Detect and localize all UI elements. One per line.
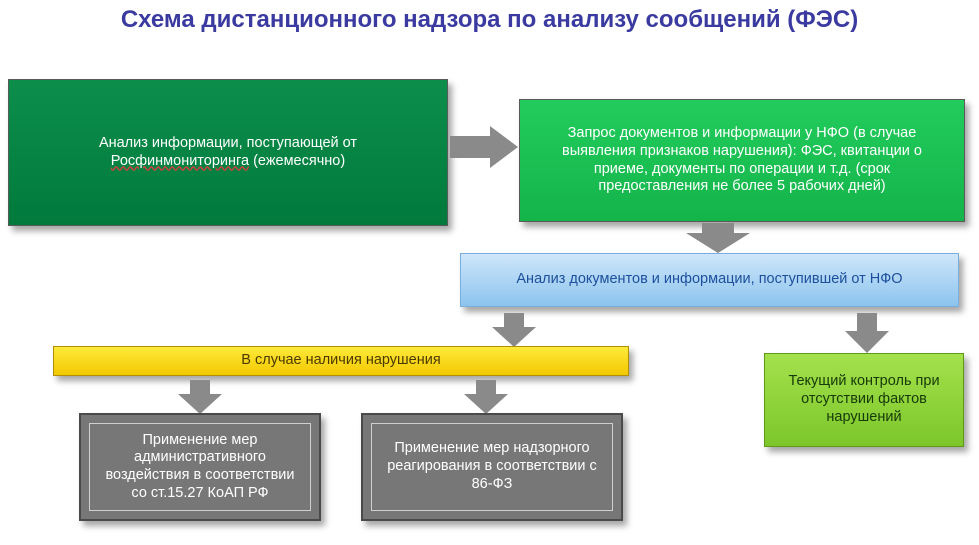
violation-case-bar: В случае наличия нарушения: [53, 346, 629, 376]
request-documents-text: Запрос документов и информации у НФО (в …: [562, 125, 922, 195]
analysis-info-suffix: (ежемесячно): [249, 152, 346, 169]
current-control-text: Текущий контроль при отсутствии фактов н…: [788, 373, 940, 425]
violation-case-text: В случае наличия нарушения: [241, 352, 441, 369]
administrative-measures-box: Применение мер административного воздейс…: [79, 413, 321, 521]
current-control-box: Текущий контроль при отсутствии фактов н…: [764, 353, 964, 447]
arrow-down-icon: [178, 380, 222, 414]
rosfinmonitoring-link-text: Росфинмониторинга: [110, 152, 250, 169]
analysis-info-prefix: Анализ информации, поступающей от: [98, 134, 358, 151]
arrow-down-icon: [464, 380, 508, 414]
request-documents-box: Запрос документов и информации у НФО (в …: [519, 99, 965, 222]
arrow-down-icon: [686, 223, 750, 253]
supervisory-measures-box: Применение мер надзорного реагирования в…: [361, 413, 623, 521]
arrow-down-icon: [492, 313, 536, 347]
supervisory-measures-text: Применение мер надзорного реагирования в…: [387, 440, 597, 492]
document-analysis-box: Анализ документов и информации, поступив…: [460, 253, 959, 307]
document-analysis-text: Анализ документов и информации, поступив…: [516, 271, 903, 288]
arrow-right-icon: [450, 126, 518, 168]
administrative-measures-text: Применение мер административного воздейс…: [105, 431, 295, 501]
arrow-down-icon: [845, 313, 889, 353]
diagram-title: Схема дистанционного надзора по анализу …: [120, 6, 859, 33]
